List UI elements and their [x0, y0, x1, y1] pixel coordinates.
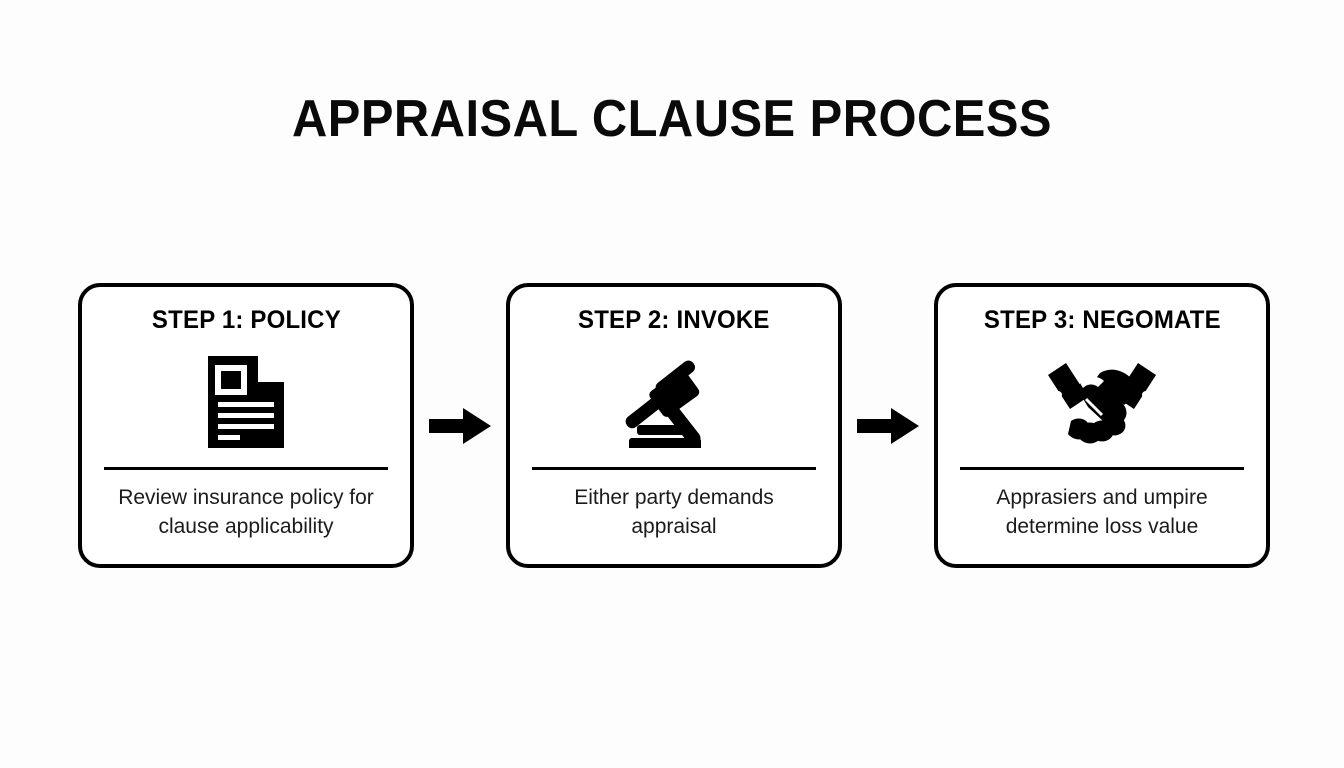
- step-card-1-title: STEP 1: POLICY: [151, 306, 341, 334]
- step-card-1-divider: [104, 467, 388, 471]
- step-card-2-divider: [532, 467, 816, 471]
- step-card-3-description: Apprasiers and umpire determine loss val…: [996, 486, 1208, 539]
- step-card-1-icon-area: [104, 336, 388, 467]
- process-flow-row: STEP 1: POLICY Review insu: [78, 283, 1270, 568]
- step-card-3-icon-area: [960, 336, 1244, 467]
- page-title: APPRAISAL CLAUSE PROCESS: [291, 90, 1052, 148]
- step-card-2-description: Either party demands appraisal: [574, 486, 774, 539]
- step-card-3-divider: [960, 467, 1244, 471]
- step-card-2-icon-area: [532, 336, 816, 467]
- step-card-2[interactable]: STEP 2: INVOKE: [506, 283, 842, 568]
- step-card-1[interactable]: STEP 1: POLICY Review insu: [78, 283, 414, 568]
- arrow-right-icon: [857, 405, 919, 447]
- gavel-icon: [619, 356, 729, 448]
- document-icon: [208, 355, 284, 448]
- step-card-3-title: STEP 3: NEGOMATE: [983, 306, 1221, 334]
- arrow-right-icon: [429, 405, 491, 447]
- step-card-3[interactable]: STEP 3: NEGOMATE: [934, 283, 1270, 568]
- handshake-icon: [1036, 359, 1168, 445]
- step-card-2-title: STEP 2: INVOKE: [578, 306, 770, 334]
- step-card-1-description: Review insurance policy for clause appli…: [118, 486, 374, 539]
